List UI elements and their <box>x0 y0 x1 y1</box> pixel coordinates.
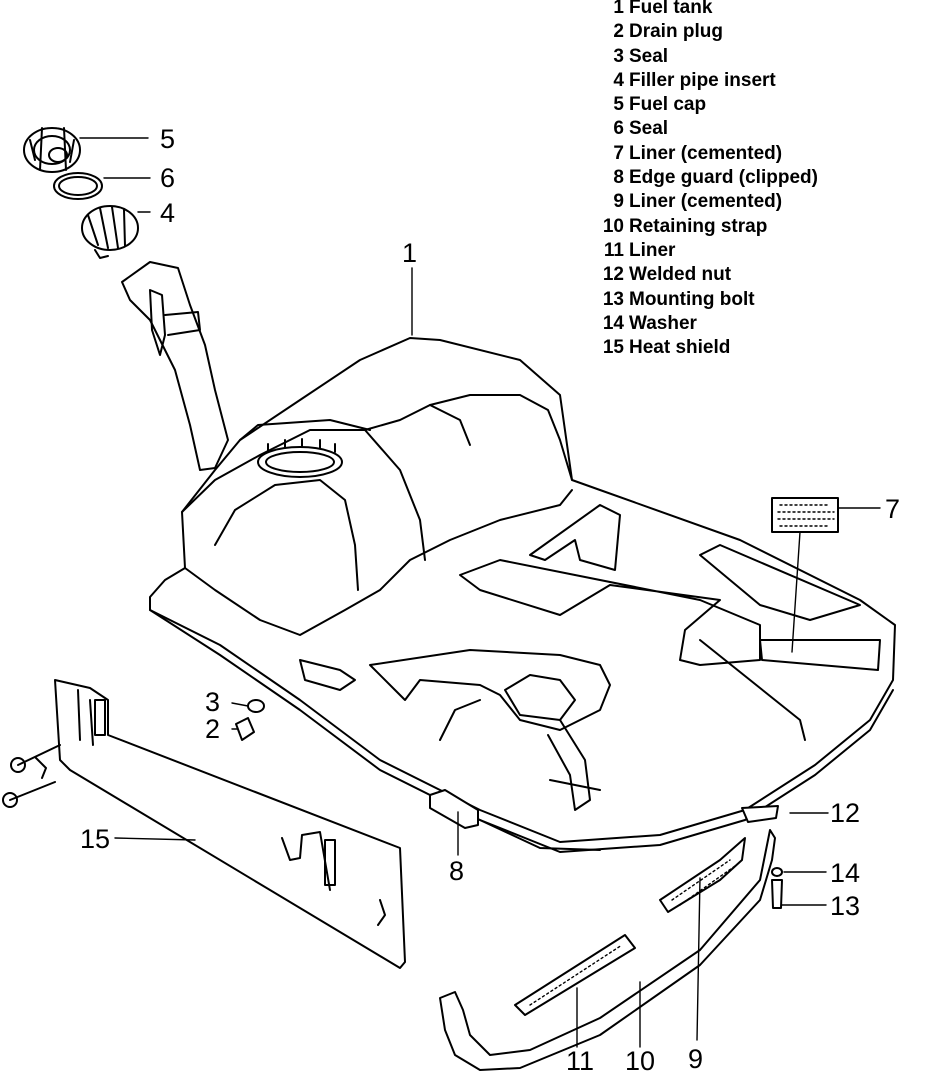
legend-label: Drain plug <box>629 21 723 43</box>
legend-label: Seal <box>629 118 669 140</box>
callout-7: 7 <box>885 494 900 524</box>
legend-number: 7 <box>613 142 624 164</box>
welded-nut-drawing <box>741 805 779 823</box>
callout-15: 15 <box>80 824 110 854</box>
callout-2: 2 <box>205 714 220 744</box>
legend-label: Retaining strap <box>629 215 768 237</box>
callout-14: 14 <box>830 858 860 888</box>
legend-label: Heat shield <box>629 337 731 359</box>
callout-9: 9 <box>688 1044 703 1074</box>
legend-number: 10 <box>602 215 624 237</box>
legend-number: 3 <box>613 45 624 67</box>
leader-lines <box>79 137 881 1048</box>
seal-ring-drawing <box>53 172 103 200</box>
retaining-strap-drawing <box>439 829 776 1071</box>
legend-number: 9 <box>613 191 624 213</box>
fuel-tank-drawing <box>121 261 896 853</box>
drain-plug-drawing <box>235 717 255 741</box>
legend-label: Filler pipe insert <box>629 69 776 91</box>
legend-label: Edge guard (clipped) <box>629 167 818 189</box>
liner-7-drawing <box>771 497 839 533</box>
legend-number: 15 <box>602 337 624 359</box>
callout-13: 13 <box>830 891 860 921</box>
legend-number: 5 <box>613 94 624 116</box>
filler-pipe-insert-drawing <box>81 205 139 259</box>
legend-label: Welded nut <box>629 264 732 286</box>
legend-number: 11 <box>603 239 624 261</box>
legend-label: Fuel tank <box>629 0 713 18</box>
legend-item: 1 Fuel tank <box>596 0 818 20</box>
callout-4: 4 <box>160 198 175 228</box>
callout-8: 8 <box>449 856 464 886</box>
fuel-cap-drawing <box>23 127 81 173</box>
legend-number: 4 <box>613 69 624 91</box>
legend-label: Liner (cemented) <box>629 191 783 213</box>
washer-drawing <box>771 867 783 877</box>
mounting-bolt-drawing <box>771 879 783 909</box>
legend-number: 2 <box>613 21 624 43</box>
seal-3-drawing <box>247 699 265 713</box>
legend-label: Washer <box>629 312 697 334</box>
heat-shield-drawing <box>54 679 406 969</box>
callout-1: 1 <box>402 238 417 268</box>
legend-label: Liner (cemented) <box>629 142 783 164</box>
legend-number: 1 <box>613 0 624 18</box>
callout-6: 6 <box>160 163 175 193</box>
callout-11: 11 <box>566 1046 594 1076</box>
legend-label: Mounting bolt <box>629 288 755 310</box>
legend-number: 12 <box>602 264 624 286</box>
legend-number: 6 <box>613 118 624 140</box>
callout-5: 5 <box>160 124 175 154</box>
shield-bolts-drawing <box>2 744 61 808</box>
legend-label: Seal <box>629 45 669 67</box>
edge-guard-drawing <box>429 789 479 829</box>
legend-label: Liner <box>629 239 676 261</box>
callout-10: 10 <box>625 1046 655 1076</box>
legend-number: 14 <box>602 312 624 334</box>
legend-number: 8 <box>613 167 624 189</box>
callout-12: 12 <box>830 798 860 828</box>
callout-3: 3 <box>205 687 220 717</box>
legend-label: Fuel cap <box>629 94 707 116</box>
legend-number: 13 <box>602 288 624 310</box>
